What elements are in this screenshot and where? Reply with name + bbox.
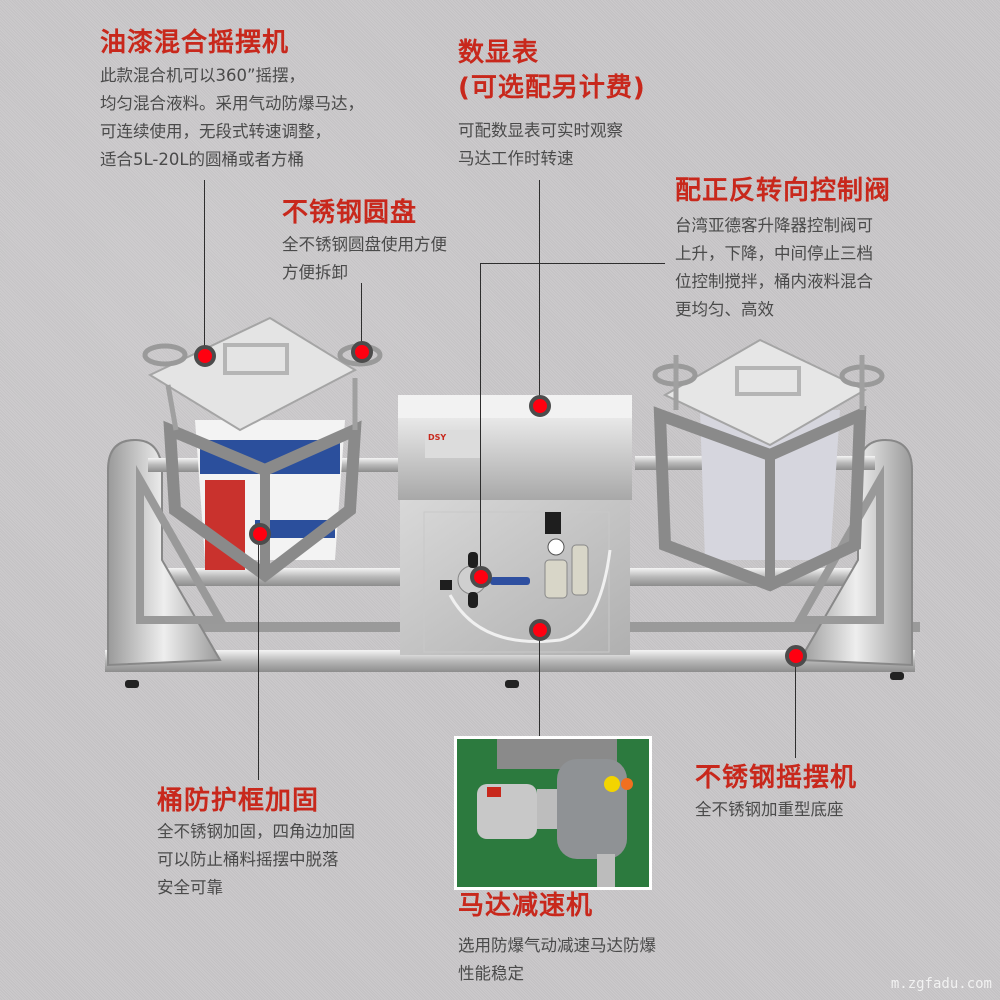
hotspot-motor[interactable] [529, 619, 551, 641]
callout-base-title: 不锈钢摇摆机 [695, 763, 858, 793]
watermark: m.zgfadu.com [890, 976, 992, 992]
motor-illustration [457, 739, 649, 887]
callout-base-desc: 全不锈钢加重型底座 [695, 800, 844, 819]
callout-mixer-desc: 此款混合机可以360”摇摆， 均匀混合液料。采用气动防爆马达， 可连续使用，无段… [100, 66, 364, 169]
callout-display-desc: 可配数显表可实时观察 马达工作时转速 [458, 121, 623, 168]
callout-motor-desc: 选用防爆气动减速马达防爆 性能稳定 [458, 936, 656, 983]
callout-valve-desc: 台湾亚德客升降器控制阀可 上升，下降，中间停止三档 位控制搅拌，桶内液料混合 更… [675, 216, 873, 319]
leader-line-valve-v [480, 263, 481, 578]
leader-line-display [539, 180, 540, 405]
motor-reducer-photo [454, 736, 652, 890]
leader-line-motor [539, 630, 540, 736]
hotspot-valve[interactable] [470, 566, 492, 588]
callout-display-title: 数显表 (可选配另计费) [458, 38, 646, 104]
callout-mixer-title: 油漆混合摇摆机 [100, 28, 290, 58]
callout-frame-title: 桶防护框加固 [157, 786, 320, 816]
leader-line-disc [361, 283, 362, 353]
callout-motor-title: 马达减速机 [458, 891, 594, 921]
leader-line-mixer [204, 180, 205, 355]
leader-line-base [795, 656, 796, 758]
hotspot-frame[interactable] [249, 523, 271, 545]
callout-valve-title: 配正反转向控制阀 [675, 176, 892, 206]
svg-text:DSY: DSY [428, 433, 446, 442]
callout-disc-title: 不锈钢圆盘 [282, 198, 418, 228]
callout-disc-desc: 全不锈钢圆盘使用方便 方便拆卸 [282, 235, 447, 282]
hotspot-disc[interactable] [351, 341, 373, 363]
leader-line-valve-h [480, 263, 665, 264]
hotspot-display[interactable] [529, 395, 551, 417]
hotspot-base[interactable] [785, 645, 807, 667]
hotspot-mixer[interactable] [194, 345, 216, 367]
callout-frame-desc: 全不锈钢加固，四角边加固 可以防止桶料摇摆中脱落 安全可靠 [157, 822, 355, 897]
leader-line-frame [258, 535, 259, 780]
